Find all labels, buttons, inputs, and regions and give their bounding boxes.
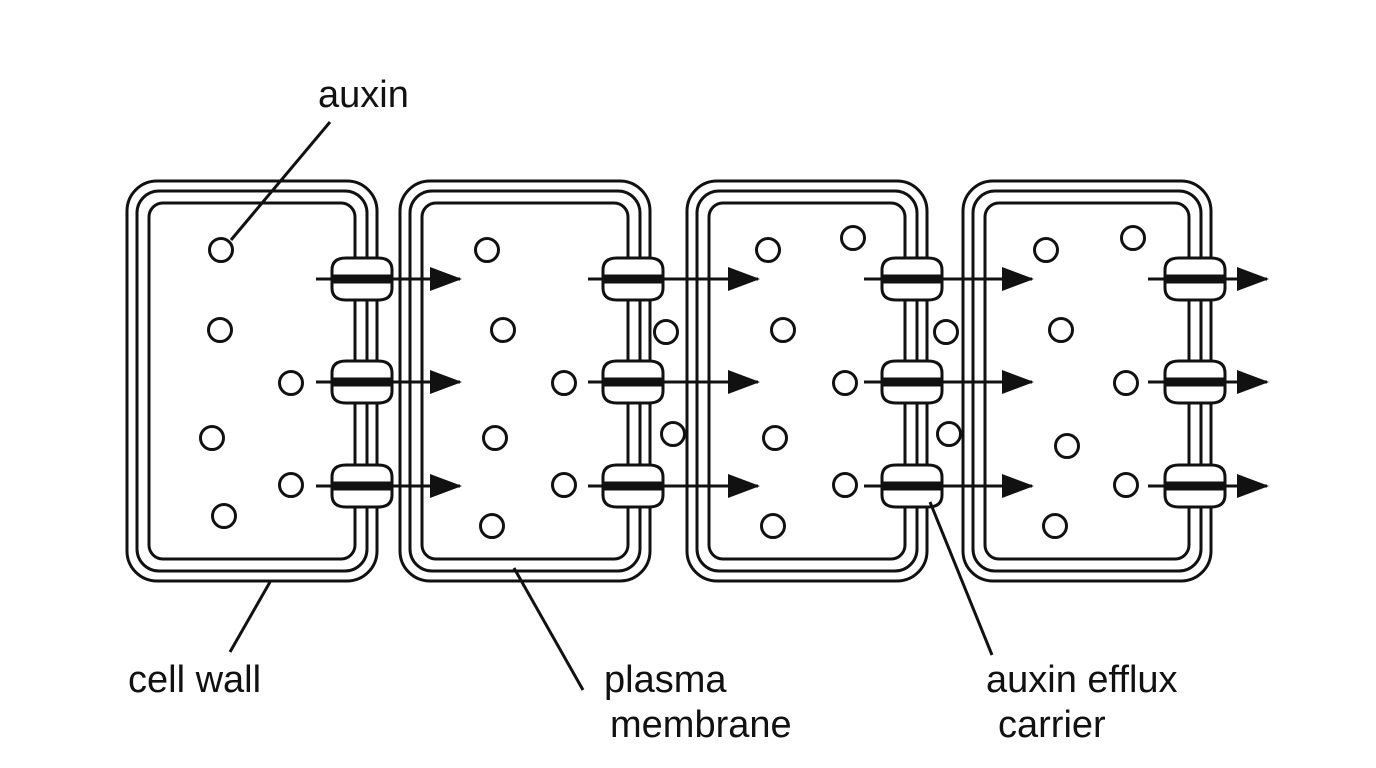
auxin-molecule	[1054, 433, 1080, 459]
carrier-top-half	[1163, 359, 1227, 381]
auxin-molecule	[755, 237, 781, 263]
auxin-molecule	[1113, 370, 1139, 396]
auxin-efflux-carrier	[601, 256, 665, 302]
efflux-carriers-group	[330, 256, 1227, 509]
auxin-molecule	[207, 317, 233, 343]
carrier-top-half	[601, 463, 665, 485]
auxin-efflux-carrier	[330, 256, 394, 302]
carrier-bottom-half	[601, 487, 665, 509]
auxin-molecule	[933, 319, 959, 345]
auxin-molecule	[1120, 225, 1146, 251]
auxin-efflux-carrier	[330, 463, 394, 509]
auxin-efflux-carrier	[1163, 359, 1227, 405]
auxin-molecule	[199, 425, 225, 451]
cell-wall-label: cell wall	[128, 659, 261, 701]
auxin-molecule	[1113, 472, 1139, 498]
auxin-molecule	[1033, 237, 1059, 263]
auxin-molecules-group	[199, 225, 1146, 539]
plasma-membrane-leader-line	[512, 567, 585, 691]
auxin-molecule	[482, 425, 508, 451]
auxin-efflux-carrier-leader-line	[928, 501, 994, 656]
auxin-molecule	[832, 370, 858, 396]
auxin-molecule	[660, 421, 686, 447]
carrier-top-half	[601, 359, 665, 381]
carrier-bottom-half	[330, 383, 394, 405]
auxin-label: auxin	[318, 74, 409, 116]
carrier-bottom-half	[880, 280, 944, 302]
auxin-molecule	[1048, 317, 1074, 343]
auxin-molecule	[208, 237, 234, 263]
auxin-leader-line	[229, 121, 332, 241]
auxin-molecule	[474, 237, 500, 263]
auxin-molecule	[936, 421, 962, 447]
carrier-top-half	[601, 256, 665, 278]
auxin-molecule	[840, 225, 866, 251]
carrier-bottom-half	[880, 383, 944, 405]
auxin-molecule	[770, 317, 796, 343]
auxin-molecule	[278, 472, 304, 498]
auxin-molecule	[479, 513, 505, 539]
auxin-molecule	[1042, 513, 1068, 539]
leader-lines	[228, 121, 994, 691]
plasma-membrane-label-line1: plasma	[604, 659, 727, 701]
plasma-membrane-label-line2: membrane	[610, 704, 792, 746]
auxin-molecule	[551, 472, 577, 498]
auxin-efflux-carrier-label-line1: auxin efflux	[986, 659, 1178, 701]
auxin-efflux-carrier	[1163, 256, 1227, 302]
cell-wall-leader-line	[228, 581, 272, 653]
auxin-molecule	[211, 503, 237, 529]
auxin-molecule	[760, 513, 786, 539]
auxin-efflux-carrier	[601, 463, 665, 509]
carrier-bottom-half	[1163, 487, 1227, 509]
carrier-bottom-half	[880, 487, 944, 509]
carrier-top-half	[330, 463, 394, 485]
auxin-molecule	[551, 370, 577, 396]
carrier-top-half	[880, 359, 944, 381]
carrier-top-half	[880, 256, 944, 278]
auxin-molecule	[490, 317, 516, 343]
carrier-bottom-half	[1163, 280, 1227, 302]
carrier-bottom-half	[330, 280, 394, 302]
auxin-efflux-carrier-label-line2: carrier	[998, 704, 1106, 746]
auxin-molecule	[832, 472, 858, 498]
carrier-bottom-half	[1163, 383, 1227, 405]
carrier-bottom-half	[601, 280, 665, 302]
auxin-molecule	[653, 319, 679, 345]
flow-arrows-group	[316, 267, 1269, 498]
carrier-top-half	[1163, 463, 1227, 485]
auxin-efflux-carrier	[1163, 463, 1227, 509]
auxin-efflux-carrier	[880, 256, 944, 302]
carrier-top-half	[330, 359, 394, 381]
carrier-top-half	[880, 463, 944, 485]
auxin-molecule	[278, 370, 304, 396]
carrier-bottom-half	[330, 487, 394, 509]
auxin-molecule	[762, 425, 788, 451]
auxin-efflux-carrier	[880, 463, 944, 509]
carrier-top-half	[1163, 256, 1227, 278]
carrier-bottom-half	[601, 383, 665, 405]
carrier-top-half	[330, 256, 394, 278]
